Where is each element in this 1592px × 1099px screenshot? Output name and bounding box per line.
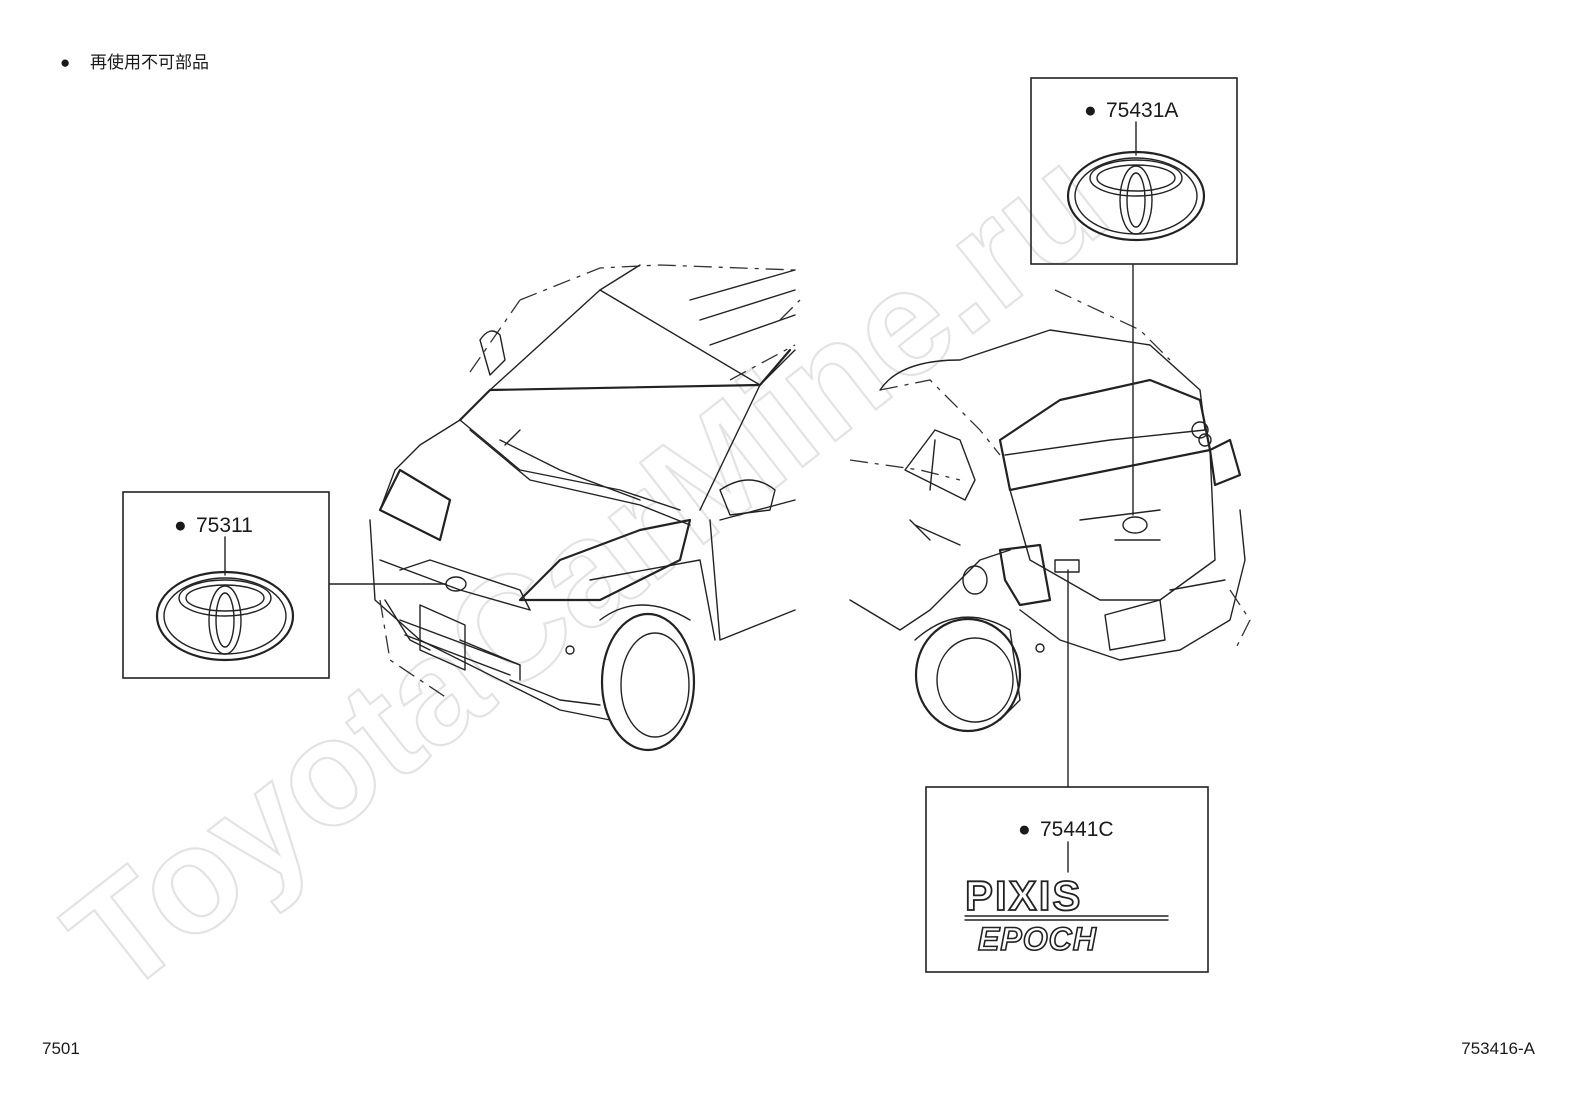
footer-right-code: 753416-A xyxy=(1461,1039,1535,1058)
rear-emblem-part-number: 75431A xyxy=(1106,99,1178,122)
rear-emblem-callout: ● 75431A xyxy=(1030,77,1238,265)
rear-vehicle-drawing xyxy=(849,289,1251,733)
rear-emblem-marker: ● xyxy=(1084,99,1097,122)
toyota-emblem-icon xyxy=(155,570,295,662)
nameplate-line2: EPOCH xyxy=(978,921,1097,957)
footer-left-code: 7501 xyxy=(42,1039,80,1058)
rear-nameplate-callout: ● 75441C PIXIS EPOCH xyxy=(925,786,1209,973)
front-vehicle-drawing xyxy=(369,264,801,752)
front-emblem-box xyxy=(122,491,330,679)
legend: ● 再使用不可部品 xyxy=(60,52,209,72)
rear-nameplate-box xyxy=(925,786,1209,973)
rear-nameplate-marker: ● xyxy=(1018,818,1031,841)
nameplate-line1: PIXIS xyxy=(965,872,1082,919)
front-emblem-marker: ● xyxy=(174,514,187,537)
pixis-epoch-nameplate-icon: PIXIS EPOCH xyxy=(964,871,1169,958)
front-emblem-part-number: 75311 xyxy=(196,514,253,537)
toyota-emblem-icon xyxy=(1066,150,1206,242)
front-emblem-callout: ● 75311 xyxy=(122,491,330,679)
rear-emblem-box xyxy=(1030,77,1238,265)
legend-marker: ● xyxy=(60,53,70,72)
rear-nameplate-part-number: 75441C xyxy=(1040,818,1114,841)
legend-text: 再使用不可部品 xyxy=(90,52,209,72)
